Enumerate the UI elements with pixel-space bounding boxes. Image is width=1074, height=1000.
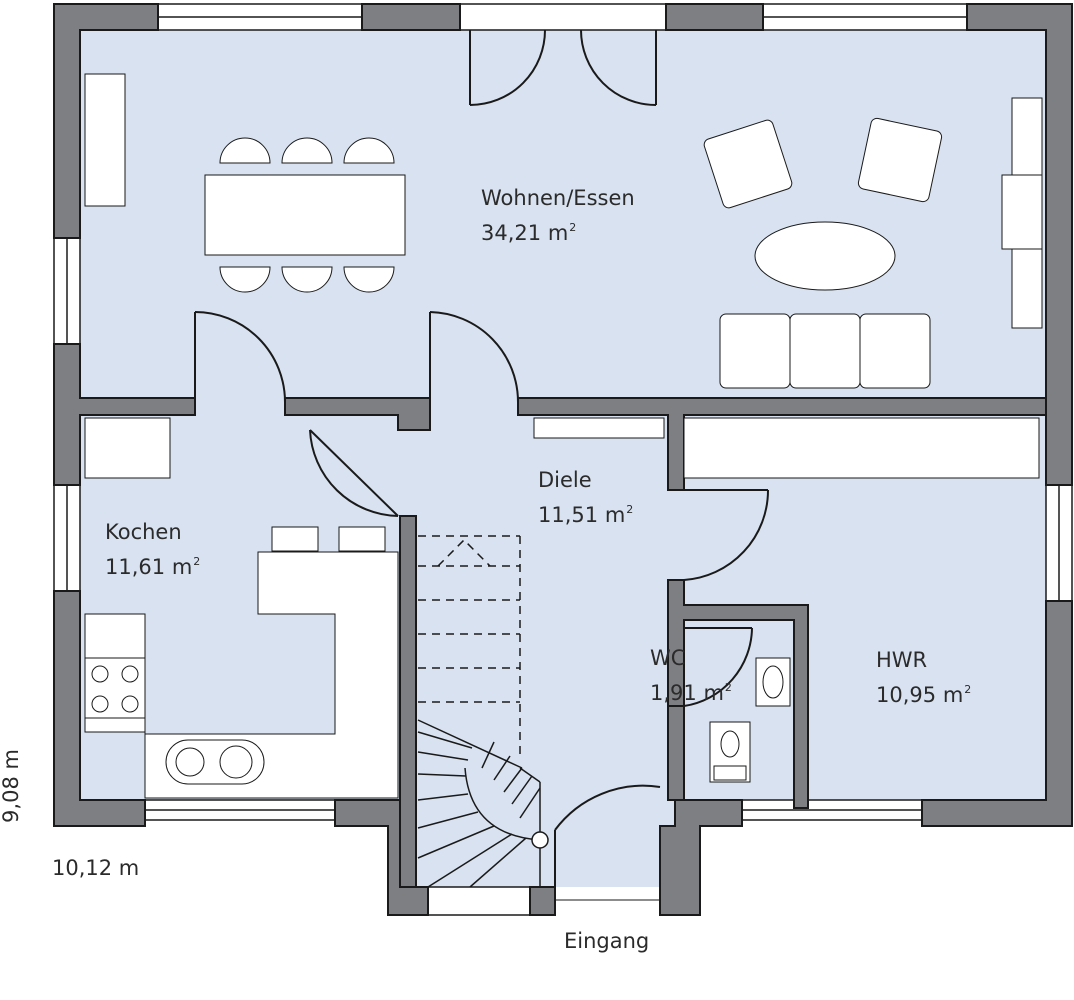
furniture <box>84 73 1043 799</box>
area-value: 11,61 <box>105 555 166 579</box>
walls <box>53 3 1073 916</box>
area-exponent: 2 <box>569 221 577 234</box>
area-value: 34,21 <box>481 221 542 245</box>
area-value: 1,91 <box>650 681 697 705</box>
entrance-label: Eingang <box>564 929 650 953</box>
area-exponent: 2 <box>724 681 732 694</box>
area-unit: m <box>171 555 193 579</box>
area-unit: m <box>547 221 569 245</box>
doors <box>194 29 770 901</box>
area-unit: m <box>604 503 626 527</box>
area-exponent: 2 <box>193 555 201 568</box>
room-label-kochen: Kochen 11,61 m2 <box>105 517 200 582</box>
room-area-kochen: 11,61 m2 <box>105 547 200 582</box>
room-label-diele: Diele 11,51 m2 <box>538 465 633 530</box>
room-label-hwr: HWR 10,95 m2 <box>876 645 971 710</box>
room-name-wc: WC <box>650 646 686 670</box>
dimension-width: 10,12 m <box>52 856 140 880</box>
area-unit: m <box>703 681 724 705</box>
windows <box>53 3 1073 916</box>
room-area-diele: 11,51 m2 <box>538 495 633 530</box>
room-name-hwr: HWR <box>876 648 928 672</box>
area-value: 11,51 <box>538 503 599 527</box>
area-exponent: 2 <box>964 683 972 696</box>
room-area-wohnen-essen: 34,21 m2 <box>481 213 635 248</box>
room-area-wc: 1,91 m2 <box>650 673 732 708</box>
area-unit: m <box>942 683 964 707</box>
room-area-hwr: 10,95 m2 <box>876 675 971 710</box>
room-label-wc: WC 1,91 m2 <box>650 643 732 708</box>
room-name-wohnen-essen: Wohnen/Essen <box>481 186 635 210</box>
area-exponent: 2 <box>626 503 634 516</box>
room-name-kochen: Kochen <box>105 520 182 544</box>
dimension-height: 9,08 m <box>0 749 23 823</box>
room-name-diele: Diele <box>538 468 592 492</box>
area-value: 10,95 <box>876 683 937 707</box>
room-label-wohnen-essen: Wohnen/Essen 34,21 m2 <box>481 183 635 248</box>
staircase <box>417 535 549 888</box>
